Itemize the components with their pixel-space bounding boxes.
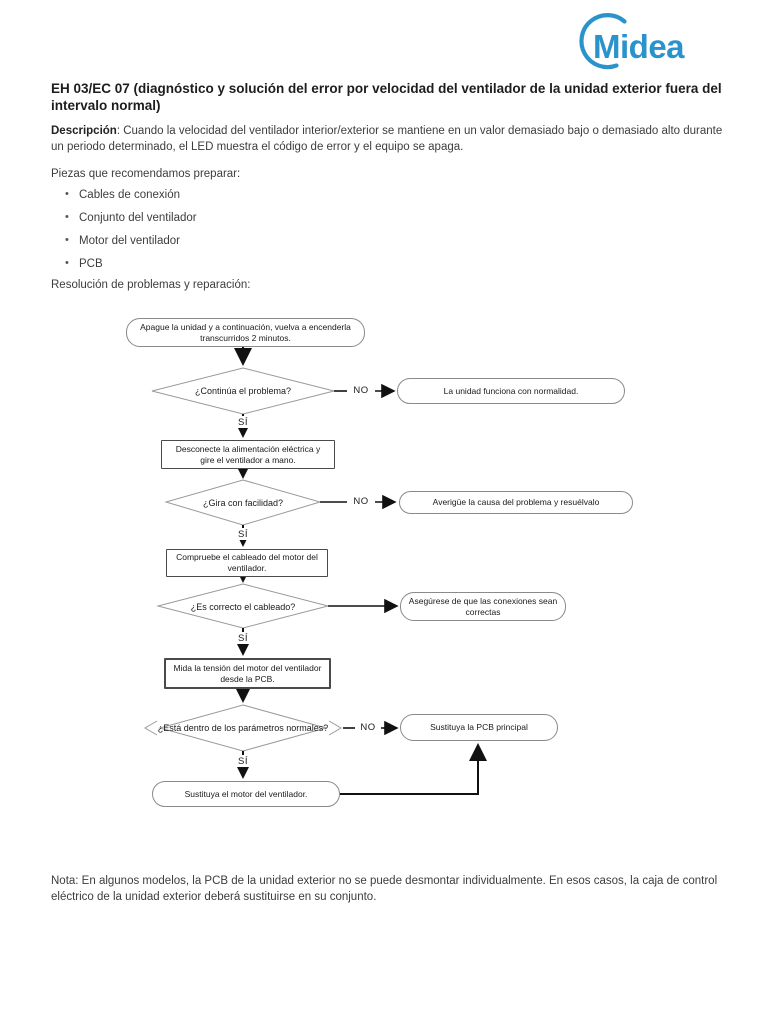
description-label: Descripción xyxy=(51,125,117,137)
midea-ring-icon xyxy=(579,13,627,70)
description-text: : Cuando la velocidad del ventilador int… xyxy=(51,125,723,153)
flow-node-a1: La unidad funciona con normalidad. xyxy=(397,378,625,404)
flow-node-a2: Averigüe la causa del problema y resuélv… xyxy=(399,491,633,514)
list-item: Motor del ventilador xyxy=(65,234,465,247)
parts-list: Cables de conexión Conjunto del ventilad… xyxy=(65,188,465,281)
list-item: Cables de conexión xyxy=(65,188,465,201)
flow-node-end: Sustituya el motor del ventilador. xyxy=(152,781,340,807)
flow-node-q2: ¿Gira con facilidad? xyxy=(202,497,284,508)
edge-label-no: NO xyxy=(349,384,373,397)
footer-note: Nota: En algunos modelos, la PCB de la u… xyxy=(51,875,718,904)
diamond-q4-left-tick xyxy=(144,720,158,736)
description-paragraph: Descripción: Cuando la velocidad del ven… xyxy=(51,124,727,156)
flow-node-q3: ¿Es correcto el cableado? xyxy=(190,601,296,612)
flow-node-step2: Compruebe el cableado del motor del vent… xyxy=(166,549,328,577)
diamond-q4-right-tick xyxy=(328,720,342,736)
midea-logo-graphic: Midea xyxy=(579,13,686,70)
edge-label-yes: SÍ xyxy=(232,528,254,540)
list-item: Conjunto del ventilador xyxy=(65,211,465,224)
edge-label-yes: SÍ xyxy=(232,416,254,428)
edge-label-yes: SÍ xyxy=(232,755,254,767)
flow-node-a3: Asegúrese de que las conexiones sean cor… xyxy=(400,592,566,621)
flowchart-intro: Resolución de problemas y reparación: xyxy=(51,279,251,291)
flow-node-q1: ¿Continúa el problema? xyxy=(194,385,292,396)
edge-label-yes: SÍ xyxy=(232,632,254,644)
edge-label-no: NO xyxy=(349,495,373,508)
flow-node-start: Apague la unidad y a continuación, vuelv… xyxy=(126,318,365,347)
parts-intro: Piezas que recomendamos preparar: xyxy=(51,168,241,180)
flow-node-q4: ¿Está dentro de los parámetros normales? xyxy=(157,722,329,733)
edge-label-no: NO xyxy=(356,721,380,734)
list-item: PCB xyxy=(65,257,465,270)
midea-logo: Midea xyxy=(572,12,722,72)
midea-wordmark: Midea xyxy=(593,28,685,65)
flow-node-step3: Mida la tensión del motor del ventilador… xyxy=(164,658,331,689)
flow-node-a4: Sustituya la PCB principal xyxy=(400,714,558,741)
connector-end-a4 xyxy=(340,746,479,795)
page-title: EH 03/EC 07 (diagnóstico y solución del … xyxy=(51,81,722,114)
flow-node-step1: Desconecte la alimentación eléctrica y g… xyxy=(161,440,335,469)
